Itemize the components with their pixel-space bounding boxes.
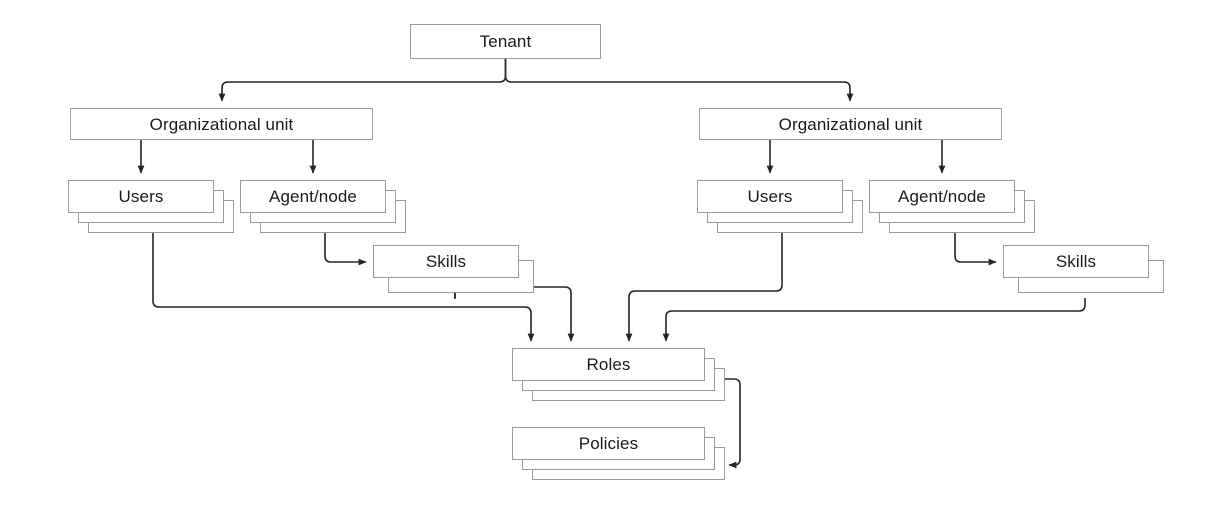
node-ou-right[interactable]: Organizational unit [699, 108, 1022, 160]
node-users-left-label: Users [118, 187, 164, 206]
node-agent-left-label: Agent/node [269, 187, 357, 206]
node-tenant-sheet-front: Tenant [410, 24, 601, 59]
node-roles[interactable]: Roles [512, 348, 745, 421]
node-ou-right-label: Organizational unit [778, 114, 923, 134]
node-skills-left[interactable]: Skills [373, 245, 549, 308]
node-tenant[interactable]: Tenant [410, 24, 621, 79]
node-agent-right-label: Agent/node [898, 187, 986, 206]
node-skills-left-label: Skills [425, 252, 467, 271]
node-tenant-label: Tenant [479, 32, 532, 51]
node-agent-right[interactable]: Agent/node [869, 180, 1055, 253]
node-ou-left[interactable]: Organizational unit [70, 108, 393, 160]
node-roles-sheet-front: Roles [512, 348, 705, 381]
node-users-right-sheet-front: Users [697, 180, 843, 213]
node-skills-right-sheet-front: Skills [1003, 245, 1149, 278]
node-agent-left-sheet-front: Agent/node [240, 180, 386, 213]
node-policies-label: Policies [578, 434, 639, 453]
node-skills-right-label: Skills [1055, 252, 1097, 271]
node-ou-left-sheet-front: Organizational unit [70, 108, 373, 140]
node-policies-sheet-front: Policies [512, 427, 705, 460]
node-ou-right-sheet-front: Organizational unit [699, 108, 1002, 140]
node-users-left[interactable]: Users [68, 180, 254, 253]
node-skills-right[interactable]: Skills [1003, 245, 1179, 308]
node-policies[interactable]: Policies [512, 427, 745, 500]
node-users-right[interactable]: Users [697, 180, 883, 253]
node-agent-left[interactable]: Agent/node [240, 180, 426, 253]
node-agent-right-sheet-front: Agent/node [869, 180, 1015, 213]
node-users-right-label: Users [747, 187, 793, 206]
node-ou-left-label: Organizational unit [149, 114, 294, 134]
node-users-left-sheet-front: Users [68, 180, 214, 213]
node-skills-left-sheet-front: Skills [373, 245, 519, 278]
node-roles-label: Roles [586, 355, 631, 374]
